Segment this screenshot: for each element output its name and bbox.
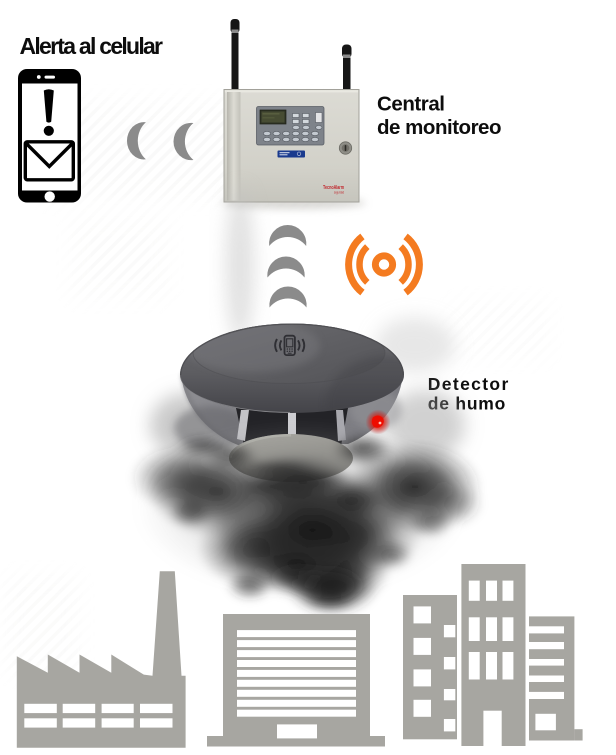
svg-text:de monitoreo: de monitoreo xyxy=(377,116,502,139)
svg-text:TecnoAlarm: TecnoAlarm xyxy=(323,185,344,191)
svg-text:seguridad: seguridad xyxy=(334,191,344,195)
svg-text:Detector: Detector xyxy=(428,374,509,394)
svg-text:Central: Central xyxy=(377,93,445,116)
svg-text:Alerta al celular: Alerta al celular xyxy=(20,33,164,59)
